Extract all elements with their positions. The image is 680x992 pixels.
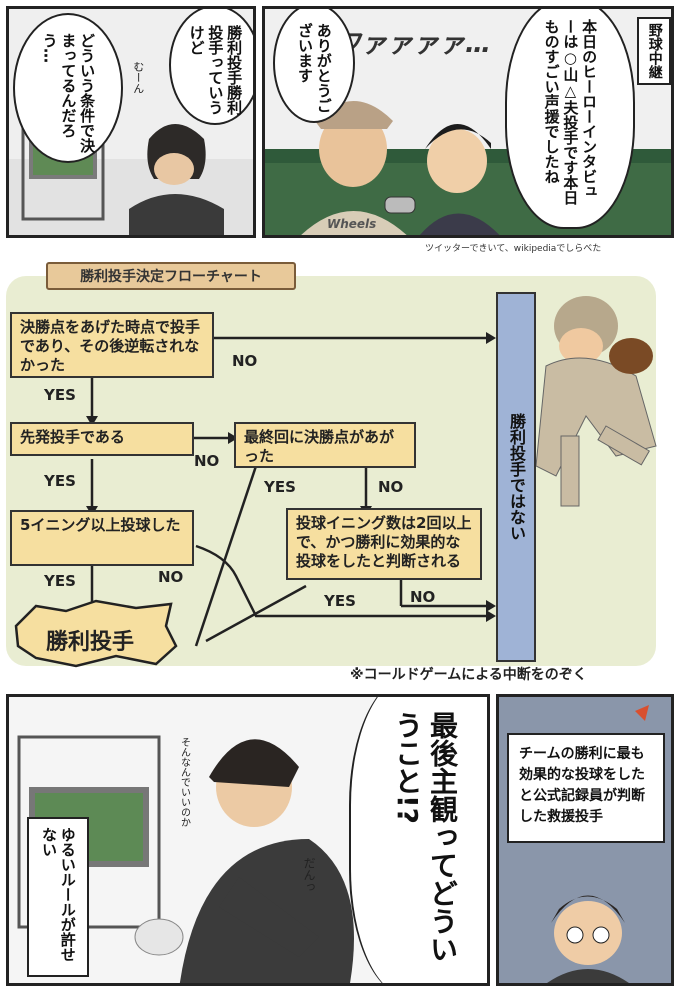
broadcast-caption: 野球中継 [637, 17, 671, 85]
label-no-3: NO [378, 478, 404, 496]
announcer-speech-bubble: 本日のヒーローインタビューは○山△夫投手です本日ものすごい声援でしたね [505, 9, 635, 229]
thought-bubble-left: どういう条件で決まってるんだろう… [13, 13, 123, 163]
source-note: ツイッターできいて、wikipediaでしらべた [425, 244, 602, 254]
result-not-winning-pitcher: 勝利投手ではない [496, 292, 536, 662]
thought-bubble-right: 勝利投手勝利投手っていうけど [169, 9, 253, 125]
mutter-text: そんなんでいいのか [178, 737, 190, 827]
decision-five-innings: 5イニング以上投球した [10, 510, 194, 566]
decision-starter: 先発投手である [10, 422, 194, 456]
label-yes-5: YES [324, 592, 356, 610]
stomp-sfx: だんっ [302, 857, 316, 893]
definition-text: チームの勝利に最も効果的な投球をしたと公式記録員が判断した救援投手 [519, 746, 645, 825]
flowchart-area: 勝利投手決定フローチャート 決勝点をあげた時点で投手であり、その後逆転されなかっ… [6, 256, 674, 686]
side-text-box: ゆるいルールが許せない [27, 817, 89, 977]
thought-text-left: どういう条件で決まってるんだろう… [40, 33, 97, 153]
thought-text-right: 勝利投手勝利投手っていうけど [187, 25, 244, 115]
label-no-2: NO [194, 452, 220, 470]
label-yes-1: YES [44, 386, 76, 404]
decision-final-run: 決勝点をあげた時点で投手であり、その後逆転されなかった [10, 312, 214, 378]
label-no-4: NO [158, 568, 184, 586]
label-yes-4: YES [44, 572, 76, 590]
decision-last-inning: 最終回に決勝点があがった [234, 422, 416, 468]
definition-box: チームの勝利に最も効果的な投球をしたと公式記録員が判断した救援投手 [507, 733, 665, 843]
announcer-speech-text: 本日のヒーローインタビューは○山△夫投手です本日ものすごい声援でしたね [542, 19, 599, 205]
uniform-text: Wheels [327, 217, 377, 231]
panel-1: どういう条件で決まってるんだろう… 勝利投手勝利投手っていうけど むーん [6, 6, 256, 238]
player-speech-text: ありがとうございます [296, 23, 333, 113]
panel-3: 最後主観ってどういうこと!? ゆるいルールが許せない そんなんでいいのか だんっ [6, 694, 490, 986]
label-no-5: NO [410, 588, 436, 606]
flowchart-title-banner: 勝利投手決定フローチャート [46, 262, 296, 290]
panel-2: ワァァァァ… ありがとうございます 本日のヒーローインタビューは○山△夫投手です… [262, 6, 674, 238]
shout-text: 最後主観ってどういうこと!? [391, 711, 459, 963]
crowd-sfx: ワァァァァ… [335, 29, 492, 59]
label-yes-2: YES [44, 472, 76, 490]
label-yes-3: YES [264, 478, 296, 496]
shout-bubble: 最後主観ってどういうこと!? [349, 697, 487, 983]
flowchart-title: 勝利投手決定フローチャート [80, 269, 262, 285]
panel-4: チームの勝利に最も効果的な投球をしたと公式記録員が判断した救援投手 [496, 694, 674, 986]
footnote: ※コールドゲームによる中断をのぞく [350, 667, 587, 683]
label-no-1: NO [232, 352, 258, 370]
player-speech-bubble: ありがとうございます [273, 9, 355, 123]
decision-effective-pitching: 投球イニング数は2回以上で、かつ勝利に効果的な投球をしたと判断される [286, 508, 482, 580]
side-text: ゆるいルールが許せない [40, 827, 77, 962]
hmm-sfx: むーん [131, 61, 145, 94]
result-winning-pitcher: 勝利投手 [46, 630, 135, 655]
